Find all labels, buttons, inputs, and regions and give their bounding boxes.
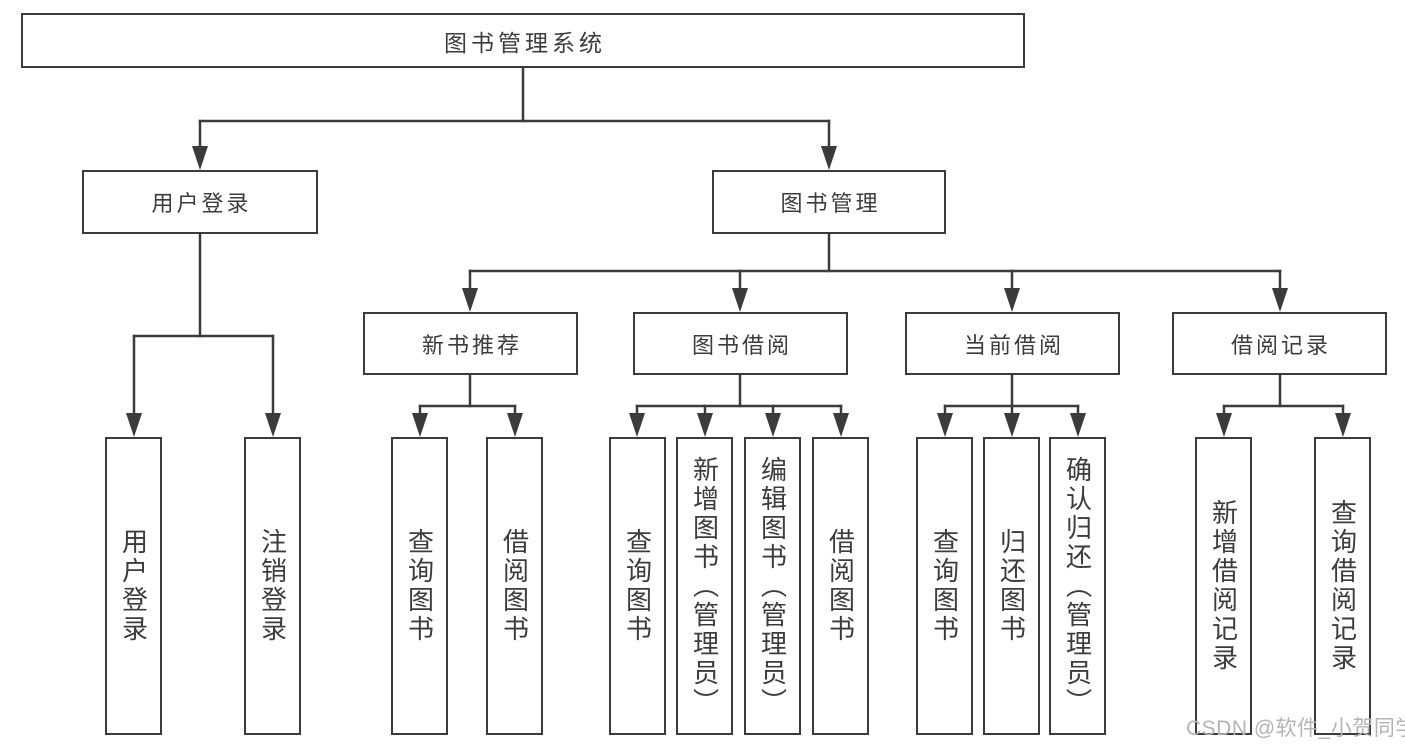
- leaf-confirm-return-admin-label: 确认归还（管理员）: [1062, 455, 1093, 717]
- leaf-query-borrow-record-label: 查询借阅记录: [1327, 499, 1358, 673]
- node-user-login: 用户登录: [82, 170, 318, 234]
- leaf-user-login-label: 用户登录: [118, 528, 149, 644]
- node-book-borrow: 图书借阅: [633, 312, 848, 375]
- node-library-system-label: 图书管理系统: [444, 29, 606, 56]
- leaf-query-books-recommend: 查询图书: [391, 437, 448, 735]
- leaf-query-books-borrow: 查询图书: [609, 437, 666, 735]
- leaf-query-borrow-record: 查询借阅记录: [1314, 437, 1371, 735]
- leaf-logout: 注销登录: [244, 437, 301, 735]
- leaf-add-borrow-record: 新增借阅记录: [1195, 437, 1252, 735]
- leaf-query-books-current-label: 查询图书: [929, 528, 960, 644]
- leaf-user-login: 用户登录: [105, 437, 162, 735]
- node-book-management: 图书管理: [712, 170, 946, 234]
- leaf-query-books-current: 查询图书: [916, 437, 973, 735]
- leaf-confirm-return-admin: 确认归还（管理员）: [1049, 437, 1106, 735]
- watermark: CSDN @软件_小贺同学: [1186, 717, 1405, 740]
- leaf-add-book-admin: 新增图书（管理员）: [676, 437, 733, 735]
- leaf-edit-book-admin: 编辑图书（管理员）: [744, 437, 801, 735]
- leaf-query-books-borrow-label: 查询图书: [622, 528, 653, 644]
- leaf-query-books-recommend-label: 查询图书: [404, 528, 435, 644]
- node-borrow-records-label: 借阅记录: [1230, 332, 1331, 358]
- node-book-management-label: 图书管理: [780, 191, 881, 216]
- node-borrow-records: 借阅记录: [1172, 312, 1387, 375]
- node-current-borrow: 当前借阅: [905, 312, 1120, 375]
- leaf-borrow-books-recommend-label: 借阅图书: [499, 528, 530, 644]
- node-book-borrow-label: 图书借阅: [691, 332, 792, 358]
- leaf-add-borrow-record-label: 新增借阅记录: [1208, 499, 1239, 673]
- leaf-return-books-label: 归还图书: [996, 528, 1027, 644]
- node-current-borrow-label: 当前借阅: [963, 332, 1064, 358]
- node-library-system: 图书管理系统: [21, 13, 1025, 68]
- node-new-book-recommend-label: 新书推荐: [421, 332, 522, 358]
- leaf-add-book-admin-label: 新增图书（管理员）: [689, 455, 720, 717]
- leaf-borrow-books-borrow-label: 借阅图书: [825, 528, 856, 644]
- leaf-return-books: 归还图书: [983, 437, 1040, 735]
- leaf-logout-label: 注销登录: [257, 528, 288, 644]
- leaf-edit-book-admin-label: 编辑图书（管理员）: [757, 455, 788, 717]
- node-user-login-label: 用户登录: [151, 191, 252, 216]
- leaf-borrow-books-recommend: 借阅图书: [486, 437, 543, 735]
- leaf-borrow-books-borrow: 借阅图书: [812, 437, 869, 735]
- node-new-book-recommend: 新书推荐: [363, 312, 578, 375]
